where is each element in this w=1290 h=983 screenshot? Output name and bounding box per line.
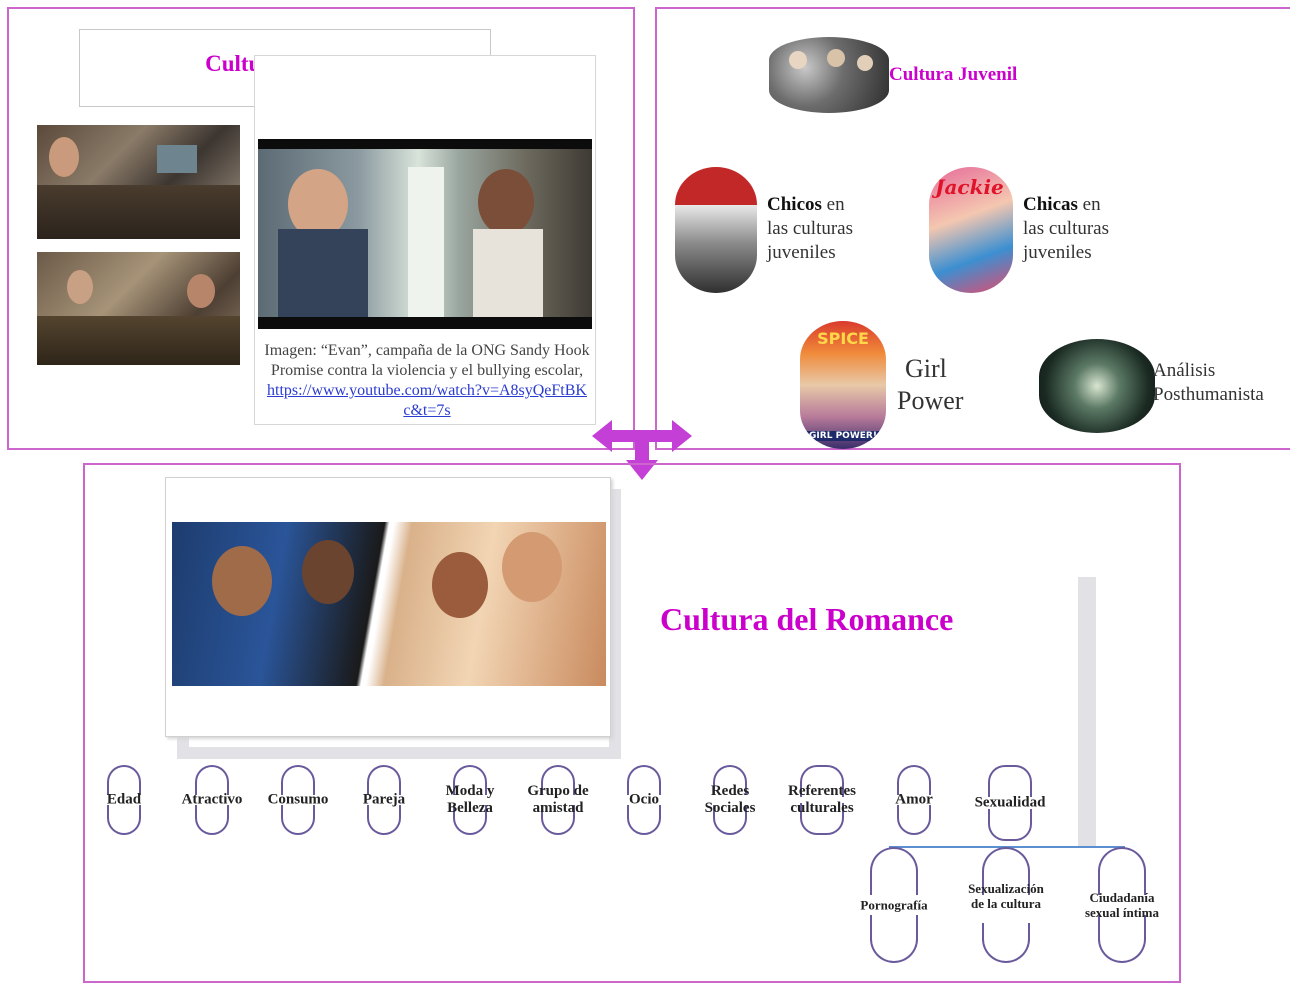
video-still[interactable] [258,139,592,329]
spice-title: SPICE [817,329,869,348]
boys-culture-text: Chicos en las culturas juveniles [767,193,853,265]
caption-link-line-2[interactable]: c&t=7s [403,402,451,419]
romance-title: Cultura del Romance [660,601,954,637]
caption-line-1: Imagen: “Evan”, campaña de la ONG Sandy … [264,342,590,359]
girls-line3: juveniles [1023,242,1092,263]
subtopic-ciudadania: Ciudadanía sexual íntima [1077,847,1167,963]
caption-link[interactable]: https://www.youtube.com/watch?v=A8syQeFt… [241,381,613,421]
decorative-bar [1078,577,1096,847]
topic-amor: Amor [869,765,959,835]
topic-moda-belleza: Moda y Belleza [425,765,515,835]
caption-line-2: Promise contra la violencia y el bullyin… [270,362,584,379]
boys-culture-image [675,167,757,293]
panel-cultura-romance: Cultura del Romance Edad Atractivo Consu… [83,463,1181,983]
topic-grupo-amistad: Grupo de amistad [513,765,603,835]
subtopic-label: Ciudadanía sexual íntima [1084,890,1160,920]
youth-title: Cultura Juvenil [889,64,1018,85]
topic-pareja: Pareja [339,765,429,835]
spice-girls-image: SPICE GIRL POWER! [800,321,886,449]
topic-atractivo: Atractivo [167,765,257,835]
romance-image [172,522,606,686]
boys-line2: las culturas [767,218,854,239]
topic-label: Edad [106,791,142,808]
spice-subtitle: GIRL POWER! [806,431,880,441]
posthuman-line1: Análisis [1153,360,1216,381]
topic-label: Ocio [629,791,659,808]
girls-culture-text: Chicas en las culturas juveniles [1023,193,1109,265]
topic-ocio: Ocio [599,765,689,835]
posthuman-text: Análisis Posthumanista [1153,359,1264,407]
video-caption: Imagen: “Evan”, campaña de la ONG Sandy … [241,341,613,421]
topic-label: Referentes culturales [787,783,857,816]
posthuman-image [1039,339,1155,433]
caption-link-line-1[interactable]: https://www.youtube.com/watch?v=A8syQeFt… [267,382,587,399]
subtopic-sexualizacion: Sexualización de la cultura [961,847,1051,963]
magazine-title: Jackie [935,175,1004,199]
classroom-photo-1 [37,125,240,239]
girls-line2: las culturas [1023,218,1110,239]
topic-referentes-culturales: Referentes culturales [777,765,867,835]
topic-label: Pareja [362,791,406,808]
topic-label: Consumo [267,791,329,808]
youth-crowd-photo [769,37,889,113]
boys-rest: en [821,194,845,215]
topic-label: Redes Sociales [704,783,756,816]
girls-bold: Chicas [1023,194,1078,215]
topic-edad: Edad [79,765,169,835]
girl-power-line2: Power [897,386,964,415]
girls-magazine-image: Jackie [929,167,1013,293]
girl-power-line1: Girl [905,354,947,383]
panel-cultura-juvenil: Cultura Juvenil Chicos en las culturas j… [655,7,1290,450]
classroom-photo-2 [37,252,240,365]
topic-label: Atractivo [181,791,243,808]
topic-sexualidad: Sexualidad [965,765,1055,841]
subtopic-label: Sexualización de la cultura [968,880,1044,911]
topic-label: Sexualidad [974,794,1046,811]
boys-line3: juveniles [767,242,836,263]
topic-label: Moda y Belleza [445,783,495,816]
posthuman-line2: Posthumanista [1153,384,1264,405]
boys-bold: Chicos [767,194,822,215]
t-arrow-connector [592,420,692,480]
topic-consumo: Consumo [253,765,343,835]
subtopic-pornografia: Pornografía [849,847,939,963]
topic-label: Amor [895,791,933,808]
subtopic-label: Pornografía [860,897,928,913]
panel-cultura-escolar: Cultura Escolar Imagen: “Evan”, campaña … [7,7,635,450]
topic-redes-sociales: Redes Sociales [685,765,775,835]
girl-power-text: Girl Power [897,353,963,417]
topic-label: Grupo de amistad [527,783,589,816]
girls-rest: en [1077,194,1101,215]
